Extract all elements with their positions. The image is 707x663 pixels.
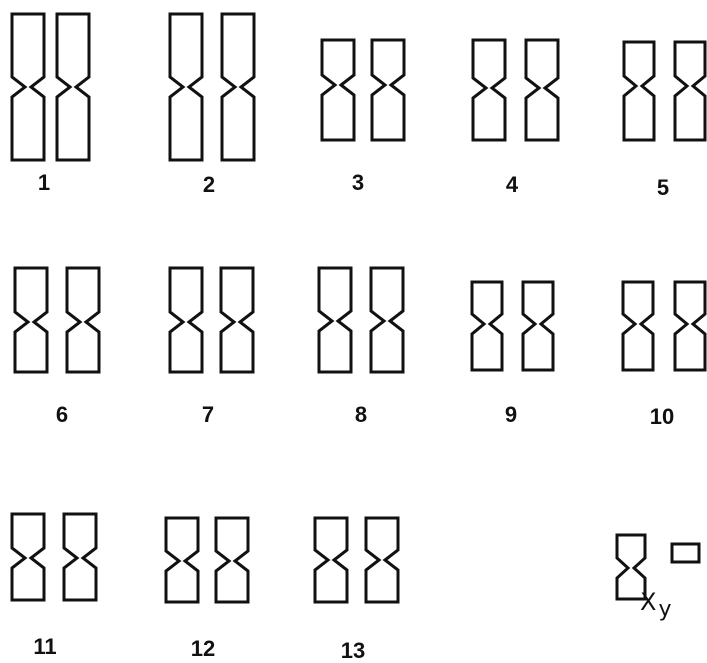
pair-label-3: 3 <box>352 172 364 194</box>
chromosome-12-a <box>166 518 198 602</box>
chromosome-1-a <box>12 14 44 160</box>
chromosome-2-a <box>170 14 202 160</box>
chromosome-5-a <box>624 42 654 140</box>
chromosome-13-a <box>315 518 347 602</box>
chromosome-11-a <box>12 514 44 600</box>
pair-label-8: 8 <box>355 404 367 426</box>
chromosome-3-b <box>372 40 404 140</box>
x-chromosome-label: X <box>640 588 656 616</box>
pair-label-1: 1 <box>38 172 50 194</box>
chromosome-11-b <box>64 514 96 600</box>
pair-label-13: 13 <box>341 640 365 662</box>
pair-label-7: 7 <box>202 404 214 426</box>
chromosome-2-b <box>222 14 254 160</box>
chromosome-12-b <box>216 518 248 602</box>
chromosome-10-a <box>623 282 653 370</box>
chromosome-13-b <box>366 518 398 602</box>
pair-label-11: 11 <box>33 636 56 658</box>
chromosome-10-b <box>675 282 705 370</box>
chromosome-7-a <box>170 268 202 372</box>
chromosome-8-a <box>319 268 351 372</box>
sex-chromosome-label: Xy <box>640 590 671 615</box>
chromosome-7-b <box>221 268 253 372</box>
pair-label-2: 2 <box>203 174 215 196</box>
chromosome-4-b <box>526 40 558 140</box>
chromosome-6-a <box>15 268 47 372</box>
chromosome-9-b <box>523 282 553 370</box>
pair-label-12: 12 <box>191 638 215 660</box>
chromosome-8-b <box>371 268 403 372</box>
chromosome-9-a <box>472 282 502 370</box>
chromosome-1-b <box>57 14 89 160</box>
pair-label-4: 4 <box>506 174 518 196</box>
pair-label-5: 5 <box>657 177 669 199</box>
chromosome-5-b <box>675 42 705 140</box>
chromosome-6-b <box>67 268 99 372</box>
pair-label-6: 6 <box>56 404 68 426</box>
chromosome-4-a <box>473 40 505 140</box>
chromosome-3-a <box>322 40 354 140</box>
y-chromosome-label: y <box>658 597 671 622</box>
chromosome-y <box>672 544 699 562</box>
pair-label-10: 10 <box>650 406 674 428</box>
pair-label-9: 9 <box>505 404 517 426</box>
